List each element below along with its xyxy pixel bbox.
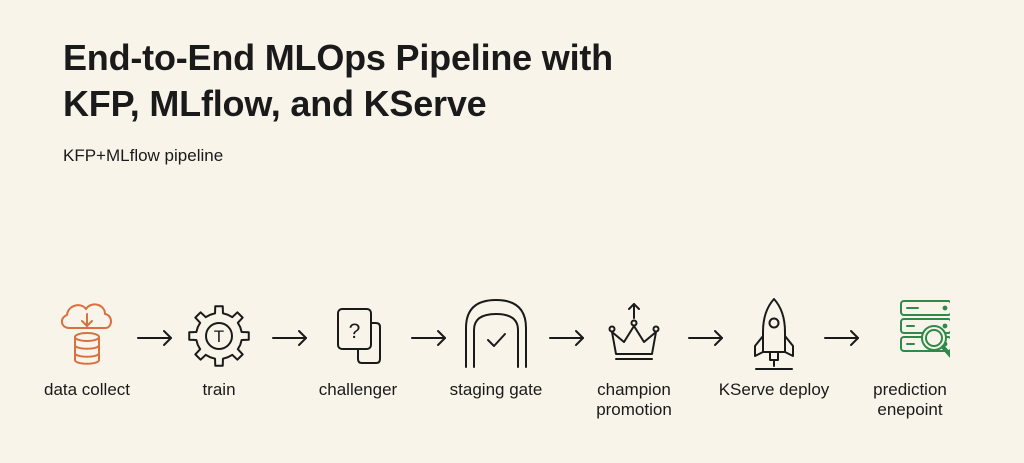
right-arrow-icon xyxy=(549,330,584,346)
step-label: champion promotion xyxy=(596,380,672,419)
gear-icon: T xyxy=(188,305,250,367)
step-label: data collect xyxy=(44,380,130,399)
step-staging-gate: staging gate xyxy=(431,296,561,399)
step-kserve-deploy: KServe deploy xyxy=(709,296,839,399)
subtitle: KFP+MLflow pipeline xyxy=(63,146,224,165)
right-arrow-icon xyxy=(272,330,307,346)
step-label: train xyxy=(202,380,236,399)
step-label: challenger xyxy=(318,380,398,399)
right-arrow-icon xyxy=(688,330,723,346)
step-label: staging gate xyxy=(449,380,543,399)
title-line-2: KFP, MLflow, and KServe xyxy=(63,83,487,124)
step-data-collect: data collect xyxy=(22,296,152,399)
question-cards-icon: ? xyxy=(337,308,381,364)
crown-up-arrow-icon xyxy=(608,303,660,360)
right-arrow-icon xyxy=(824,330,859,346)
server-magnifier-icon xyxy=(900,300,950,358)
right-arrow-icon xyxy=(137,330,172,346)
gear-glyph: T xyxy=(214,327,224,346)
step-train: T train xyxy=(154,296,284,399)
step-champion-promotion: champion promotion xyxy=(569,296,699,419)
step-label: prediction enepoint xyxy=(873,380,947,419)
right-arrow-icon xyxy=(411,330,446,346)
step-prediction-endpoint: prediction enepoint xyxy=(845,296,975,419)
cloud-database-icon xyxy=(61,303,112,365)
question-glyph: ? xyxy=(349,320,361,343)
title-line-1: End-to-End MLOps Pipeline with xyxy=(63,37,613,78)
page-title: End-to-End MLOps Pipeline with KFP, MLfl… xyxy=(63,35,763,127)
rocket-icon xyxy=(754,298,794,370)
step-label: KServe deploy xyxy=(718,380,830,399)
step-challenger: ? challenger xyxy=(293,296,423,399)
arch-gate-check-icon xyxy=(465,299,527,368)
